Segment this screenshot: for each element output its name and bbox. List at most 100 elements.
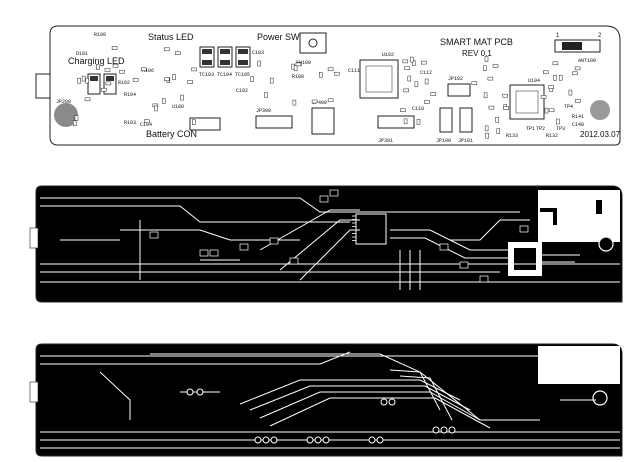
top-trace: [450, 219, 530, 241]
bottom-copper-traces: [40, 351, 620, 449]
smd-part: [77, 77, 81, 84]
smd-part: [483, 92, 488, 99]
smd-part: [172, 74, 176, 80]
smd-part: [144, 119, 150, 123]
refdes-tc104: TC104: [217, 72, 232, 78]
smd-part: [420, 60, 427, 65]
refdes-c110: C110: [412, 106, 424, 112]
smd-part: [187, 80, 193, 84]
bottom-via: [186, 388, 194, 396]
top-trace: [259, 209, 360, 251]
refdes-u104: U104: [528, 78, 540, 84]
smd-part: [411, 60, 416, 66]
smd-part: [105, 81, 112, 86]
smd-part: [319, 72, 323, 78]
refdes-tp4: TP4: [564, 104, 573, 110]
smd-part: [488, 105, 495, 110]
refdes-tp2: TP2: [536, 126, 545, 132]
smd-part: [424, 100, 430, 104]
smd-part: [400, 108, 406, 112]
tc103-pad: [202, 49, 212, 54]
bottom-via: [440, 426, 448, 434]
smd-part: [293, 65, 298, 72]
smd-part: [295, 62, 302, 67]
refdes-ant100: ANT100: [578, 58, 596, 64]
smd-part: [72, 120, 77, 127]
mounting-hole-right: [590, 100, 610, 120]
top-copper-outline: [35, 185, 623, 303]
bottom-via: [196, 388, 204, 396]
smd-part: [568, 89, 573, 96]
smd-part: [292, 99, 297, 106]
board-date: 2012.03.07: [580, 130, 621, 139]
smd-part: [327, 67, 334, 72]
refdes-c102: C102: [236, 88, 248, 94]
bottom-trace: [249, 385, 471, 411]
connector-jp101: [459, 107, 473, 133]
top-pad: [479, 275, 489, 283]
refdes-sw100: SW100: [296, 60, 311, 66]
top-trace: [299, 229, 360, 281]
connector-jp301: [377, 115, 415, 129]
bottom-via: [270, 436, 278, 444]
refdes-r132: R132: [546, 133, 558, 139]
usb-connector: [35, 73, 51, 99]
smd-part: [164, 77, 170, 82]
refdes-jp200: JP200: [56, 99, 71, 105]
refdes-c103: C103: [252, 50, 264, 56]
smd-part: [264, 92, 268, 98]
refdes-u100: U100: [172, 104, 184, 110]
smd-part: [74, 115, 79, 121]
refdes-c140: C140: [572, 122, 584, 128]
top-pad: [329, 189, 339, 197]
board-outline: [49, 25, 621, 146]
smd-part: [485, 132, 489, 139]
smd-part: [502, 93, 508, 98]
refdes-r104: R104: [124, 92, 136, 98]
smd-part: [495, 117, 499, 123]
smd-part: [552, 61, 559, 66]
smd-part: [192, 119, 196, 125]
top-antenna-trace: [540, 208, 557, 225]
top-rf-chip-pad: [514, 248, 536, 270]
smd-part: [558, 74, 563, 81]
bottom-copper-keepout: [538, 346, 620, 384]
smd-part: [333, 71, 340, 76]
battery-connector: [189, 117, 221, 131]
refdes-c104: C104: [140, 122, 152, 128]
smd-part: [269, 77, 274, 84]
refdes-tc103: TC103: [199, 72, 214, 78]
top-pad: [319, 195, 329, 203]
smd-part: [404, 66, 410, 70]
smd-part: [104, 68, 111, 72]
rf-chip-u104-core: [515, 90, 539, 114]
smd-part: [81, 75, 86, 82]
bottom-trace: [239, 379, 461, 405]
refdes-u102: U102: [382, 52, 394, 58]
refdes-tp3: TP3: [556, 126, 565, 132]
tc103-pad2: [202, 60, 212, 65]
smd-part: [101, 87, 107, 92]
charging-led-label: Charging LED: [68, 56, 125, 66]
bottom-mounting-hole: [592, 390, 608, 406]
refdes-c112: C112: [420, 70, 432, 76]
smd-part: [575, 99, 581, 103]
smd-part: [250, 76, 254, 82]
smd-part: [430, 92, 437, 96]
bottom-via: [380, 398, 388, 406]
tc104-pad2: [220, 60, 230, 65]
top-trace: [279, 219, 360, 271]
refdes-r108: R108: [292, 74, 304, 80]
smd-part: [487, 76, 494, 81]
refdes-r141: R141: [572, 114, 584, 120]
smd-part: [543, 70, 549, 75]
top-pad: [289, 257, 299, 265]
status-led-label: Status LED: [148, 32, 194, 42]
smd-part: [327, 98, 334, 103]
smd-part: [84, 97, 91, 102]
smd-part: [112, 63, 119, 68]
refdes-r100: R100: [94, 32, 106, 38]
smd-part: [407, 75, 412, 82]
top-trace: [40, 197, 520, 213]
